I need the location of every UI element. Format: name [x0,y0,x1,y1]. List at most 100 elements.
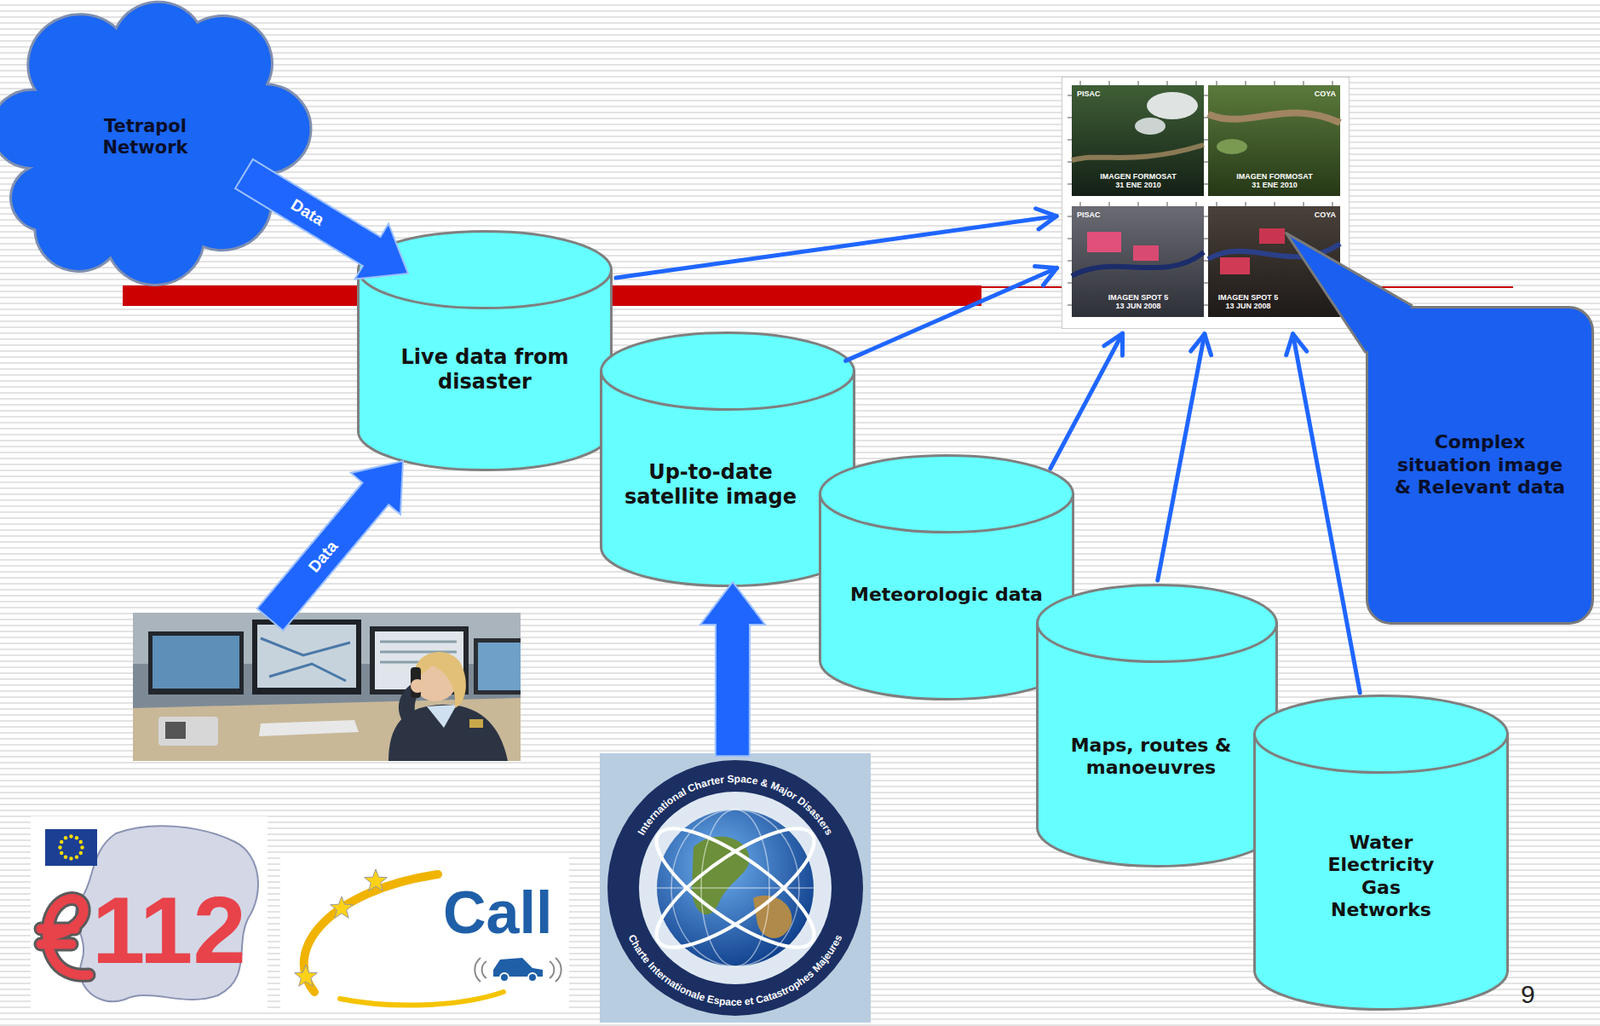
arrow-head [1204,333,1212,356]
e112-logo-part-part [80,845,84,849]
field-patch [1259,228,1285,244]
image-caption: IMAGEN SPOT 5 13 JUN 2008 [1105,293,1172,311]
logo-ground [599,753,871,1023]
block-arrow [257,460,403,631]
tick-mark [1196,80,1198,86]
field-patch [1216,138,1248,155]
callout-box: Complex situation image & Relevant data [1365,305,1595,625]
arrow-head [1104,333,1123,346]
dispatcher-photo [132,612,521,761]
tick-mark [1245,80,1247,86]
charter-logo: International Charter Space & Major Disa… [599,753,871,1023]
dispatcher-photo-part [252,619,362,695]
dispatcher-photo-part [165,721,186,739]
tick-mark [1138,201,1140,207]
e112-logo-part-part [79,840,83,844]
node-text-block: Live data from disaster [386,345,583,395]
cloud-outline [0,1,311,285]
connector-line [1050,333,1123,468]
tick-mark [1274,80,1276,86]
image-caption: PISAC [1076,210,1129,219]
tick-mark [1203,238,1209,240]
dispatcher-photo-part [158,716,219,746]
emblem-text-path: Charte Internationale Espace et Catastro… [626,932,846,1008]
database-cylinder-outline [1035,583,1278,868]
cylinder-body [1254,734,1508,1010]
dispatcher-photo-part [258,719,359,737]
e112-logo-part-part [57,845,62,849]
ecall-logo-part-part [474,957,561,982]
ecall-logo-part-part [528,972,537,982]
cylinder-top [820,455,1074,533]
tick-mark [1245,201,1247,207]
callout-tail-edge [1286,233,1413,353]
node-text-block: Tetrapol Network [77,115,214,159]
ecall-logo [280,855,570,1011]
connector-line [615,216,1057,278]
node-text-block: Complex situation image & Relevant data [1390,431,1570,499]
e112-logo-part-part [69,856,73,860]
tick-mark [1203,139,1209,141]
image-panel [1071,85,1204,196]
tick-mark [1067,238,1072,240]
dispatcher-photo-part [132,697,521,761]
connector-line [1157,333,1205,581]
database-cylinder-outline [599,331,856,588]
ecall-logo-part [330,896,354,918]
cloud-patch [1134,117,1166,135]
node-label: Complex situation image & Relevant data [1390,431,1570,499]
tick-mark [1203,161,1209,163]
image-caption: PISAC [1076,89,1129,98]
satellite-mosaic [1061,76,1350,329]
image-caption: COYA [1284,210,1336,219]
tick-mark [1203,184,1209,185]
connector-arrow [1157,333,1212,581]
node-text-block: Water Electricity Gas Networks [1312,831,1450,922]
arrow-head [1035,265,1058,268]
dispatcher-photo-part [469,719,484,728]
dispatcher-photo-part [148,631,244,695]
image-panel [1208,85,1341,196]
tick-mark [1274,201,1276,207]
logo-number: 112 [92,882,247,979]
cylinder-top [1254,696,1508,773]
connector-arrow [846,265,1058,361]
e112-logo-part [30,816,268,1011]
river [1208,112,1341,123]
ecall-logo-part [304,874,438,992]
tick-mark [1203,95,1209,97]
tick-mark [1332,80,1334,86]
tick-mark [1067,260,1072,262]
dispatcher-photo-part [410,679,425,693]
arrow-head [1120,333,1125,356]
connector-line [1293,333,1361,693]
river [1071,144,1204,161]
tick-mark [1067,216,1072,218]
ecall-logo-part [280,855,570,1011]
field-patch [1087,231,1122,253]
tick-mark [1067,305,1072,306]
tick-mark [1067,139,1072,141]
tick-mark [1067,161,1072,163]
arrow-head [1191,333,1205,352]
dispatcher-photo-part [477,642,521,691]
tick-mark [1067,282,1072,284]
emblem-text: International Charter Space & Major Disa… [635,772,836,838]
cloud-patch [1146,92,1198,120]
tick-mark [1109,80,1111,86]
tick-mark [1203,282,1209,284]
e112-logo-part [57,834,84,860]
arrow-head [1038,216,1057,230]
database-cylinder: Up-to-date satellite image [599,331,856,588]
tick-mark [1067,95,1072,97]
dispatcher-photo-part [426,704,457,728]
orbit [640,808,830,967]
node-label: Maps, routes & manoeuvres [1055,734,1248,780]
ecall-logo-part [364,869,388,891]
e112-logo-part-part [69,834,73,838]
block-arrow-body [235,159,409,280]
node-label: Live data from disaster [386,345,583,395]
tick-mark [1303,201,1305,207]
callout-tail [1286,233,1413,353]
